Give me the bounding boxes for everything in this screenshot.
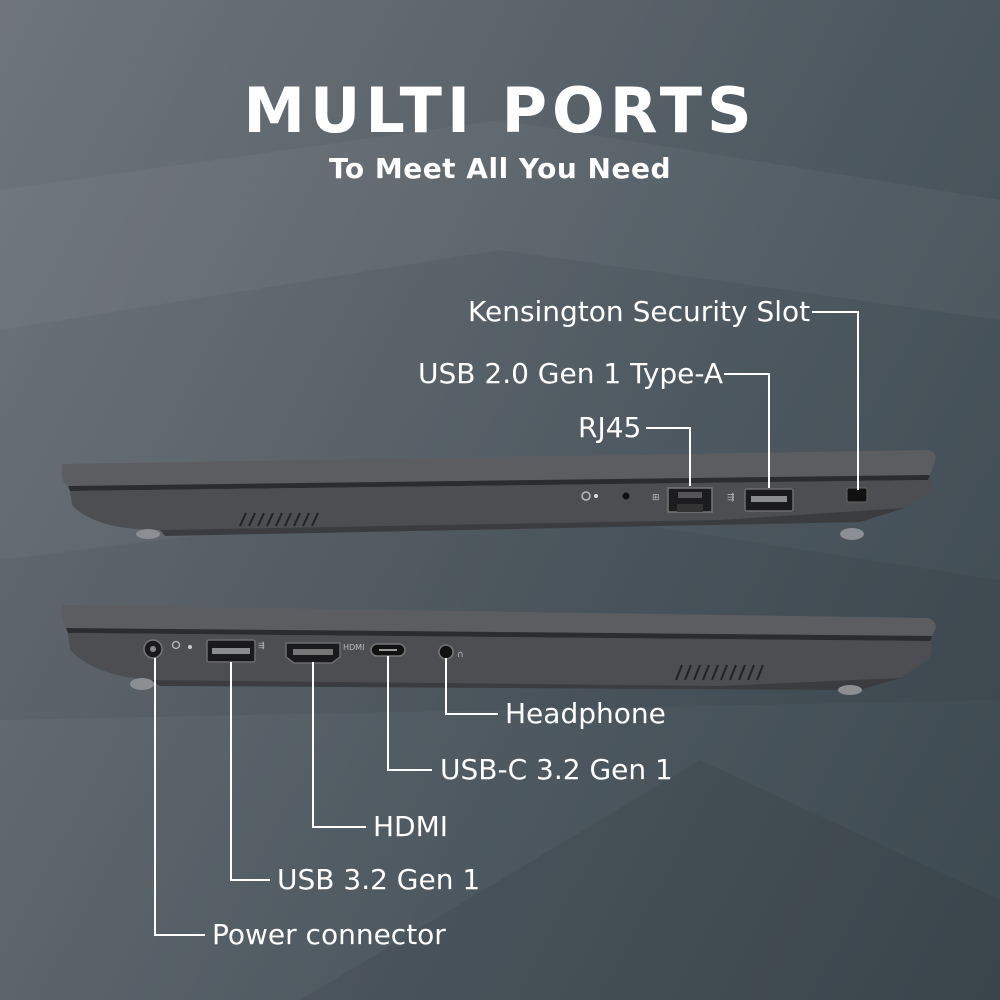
hdmi-mark: HDMI [343, 643, 364, 652]
page-subtitle: To Meet All You Need [328, 152, 672, 185]
speaker-grille [675, 664, 764, 681]
network-icon: ⊞ [652, 493, 660, 503]
label-kensington-slot: Kensington Security Slot [468, 295, 811, 328]
label-power-connector: Power connector [212, 918, 446, 951]
label-usb-c: USB-C 3.2 Gen 1 [440, 753, 673, 786]
power-connector-port[interactable] [143, 639, 163, 659]
speaker-grille [239, 512, 319, 527]
label-usb-3-2: USB 3.2 Gen 1 [277, 863, 481, 896]
rj45-port[interactable] [667, 487, 713, 513]
power-status-icon [581, 491, 591, 501]
hdmi-port[interactable] [285, 642, 341, 664]
mic-jack-icon [622, 492, 630, 500]
label-headphone: Headphone [505, 697, 666, 730]
page-title: MULTI PORTS [243, 74, 757, 147]
power-icon [171, 640, 181, 650]
label-hdmi: HDMI [373, 810, 449, 843]
headphone-icon: ∩ [457, 650, 464, 660]
ss-usb-icon: ⇶ [258, 641, 265, 650]
usb-3-2-port[interactable] [206, 639, 256, 663]
usb-icon: ⇶ [727, 492, 735, 503]
label-rj45: RJ45 [578, 411, 642, 444]
label-usb-2-0: USB 2.0 Gen 1 Type-A [418, 357, 724, 390]
usb-2-port[interactable] [744, 488, 794, 512]
